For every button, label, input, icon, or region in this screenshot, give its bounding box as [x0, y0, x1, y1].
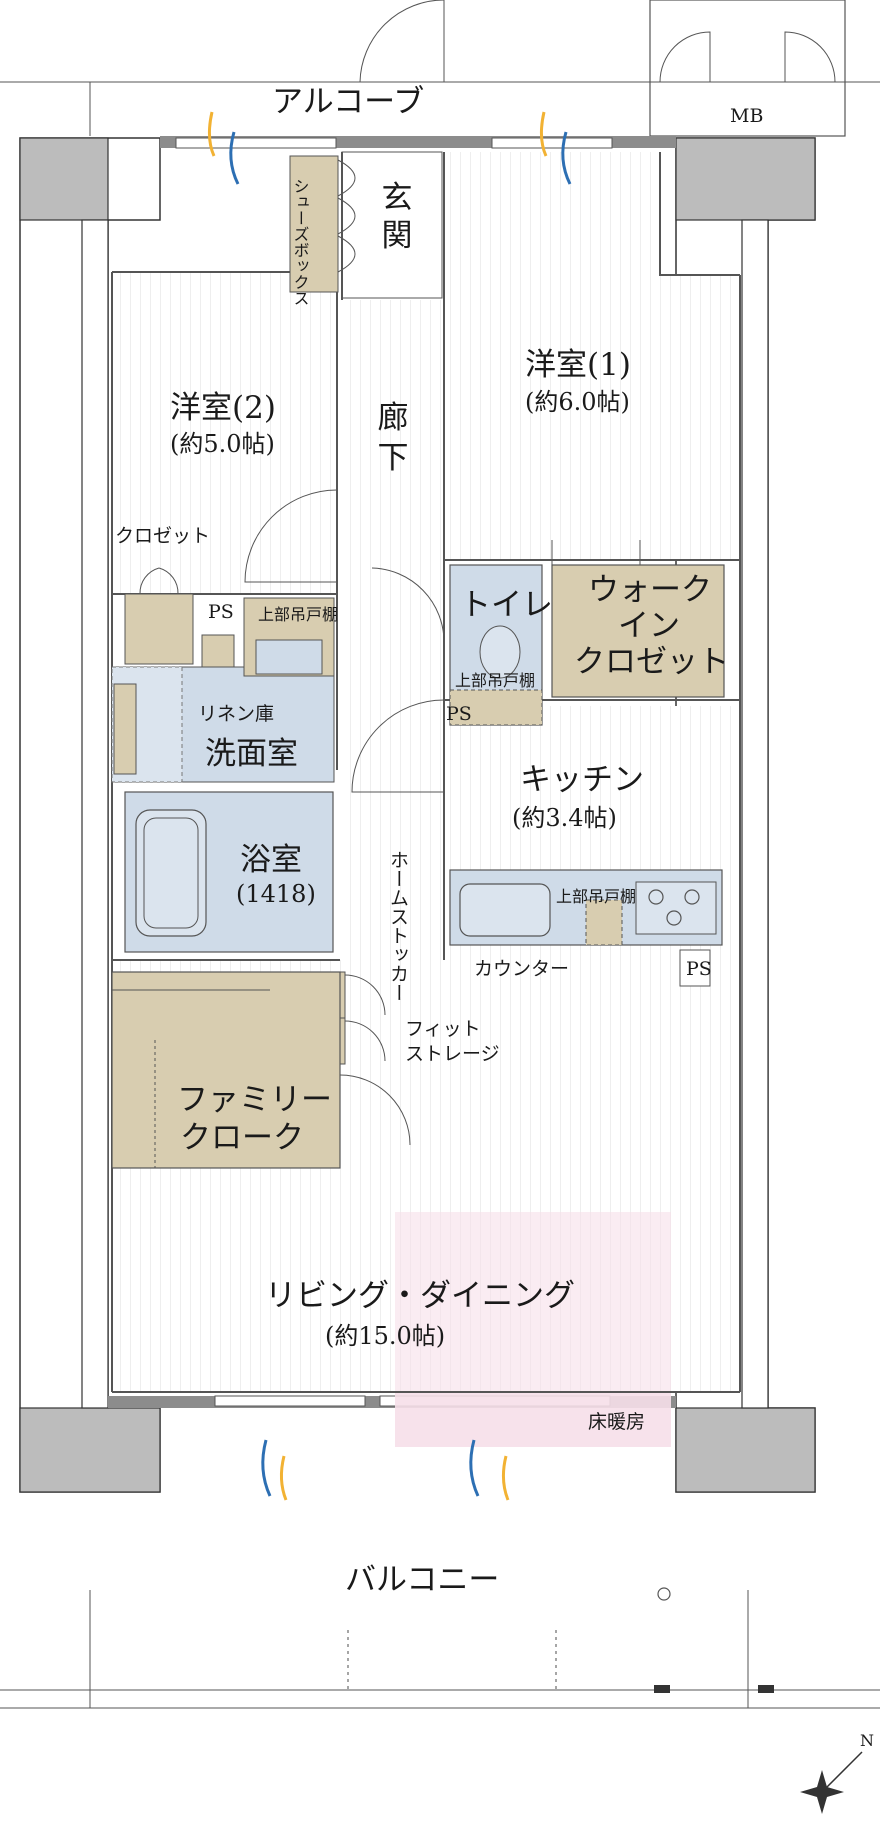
walk-in-closet-label-3: クロゼット: [574, 644, 729, 680]
western-room-2-size: (約5.0帖): [170, 430, 275, 458]
alcove-label: アルコーブ: [272, 84, 424, 120]
shoe-box: [289, 155, 356, 293]
family-cloak-label-2: クローク: [180, 1120, 304, 1156]
ps-label-toilet: PS: [446, 703, 472, 725]
front-door: [359, 0, 445, 83]
shoe-box-label: シューズボックス: [291, 178, 310, 306]
ps-label-kitchen: PS: [686, 958, 712, 980]
svg-text:下: 下: [378, 440, 409, 476]
entrance-floor: [341, 151, 443, 299]
home-stocker-label: ホームストッカー: [387, 850, 409, 1002]
washroom: [111, 597, 335, 783]
linen-label: リネン庫: [198, 703, 274, 725]
kitchen-size: (約3.4帖): [512, 804, 617, 832]
upper-cabinet-kitchen-label: 上部吊戸棚: [556, 887, 636, 906]
mb-label: MB: [730, 105, 763, 127]
western-room-1-size: (約6.0帖): [525, 388, 630, 416]
washroom-label: 洗面室: [205, 736, 298, 772]
counter-label: カウンター: [474, 958, 569, 980]
kitchen-floor: [450, 706, 740, 866]
upper-cabinet-toilet-label: 上部吊戸棚: [455, 671, 535, 690]
corridor-floor: [342, 300, 444, 960]
walk-in-closet-label-1: ウォーク: [588, 572, 712, 608]
balcony-label: バルコニー: [345, 1562, 499, 1598]
ventilation-icons: [207, 111, 572, 1501]
floor-heating-label: 床暖房: [588, 1411, 645, 1433]
closet-label: クロゼット: [115, 525, 210, 547]
north-label: N: [860, 1731, 874, 1750]
fit-storage-label-1: フィット: [405, 1018, 481, 1040]
closet: [124, 567, 194, 665]
family-cloak: [111, 971, 411, 1169]
doors: [244, 489, 641, 793]
western-room-1-floor: [450, 152, 740, 560]
ps-label-top: PS: [208, 601, 234, 623]
entrance-label-2: 関: [382, 218, 413, 254]
structural-walls: [19, 137, 816, 1493]
western-room-1-label: 洋室(1): [525, 347, 631, 383]
western-room-2-floor: [112, 272, 337, 594]
compass-icon: N: [800, 1731, 874, 1814]
walk-in-closet-label-2: イン: [618, 608, 680, 644]
svg-text:廊: 廊: [378, 400, 409, 436]
balcony: [0, 1587, 880, 1709]
fit-storage-label-2: ストレージ: [405, 1043, 500, 1065]
kitchen-counter: [449, 869, 723, 946]
western-room-2-label: 洋室(2): [170, 390, 276, 426]
living-label: リビング・ダイニング: [265, 1278, 575, 1314]
mb-box: [649, 0, 846, 137]
walk-in-closet: [551, 564, 725, 698]
upper-cabinet-wash-label: 上部吊戸棚: [258, 605, 338, 624]
bath-label: 浴室: [240, 842, 302, 878]
toilet-label: トイレ: [460, 587, 553, 623]
toilet: [449, 564, 543, 726]
kitchen-label: キッチン: [520, 762, 644, 798]
bathroom: [124, 791, 334, 953]
entrance-label-1: 玄: [382, 180, 413, 216]
ps-shaft: [201, 634, 235, 668]
bath-size: (1418): [236, 880, 316, 908]
living-size: (約15.0帖): [325, 1322, 445, 1350]
family-cloak-label-1: ファミリー: [177, 1082, 332, 1118]
